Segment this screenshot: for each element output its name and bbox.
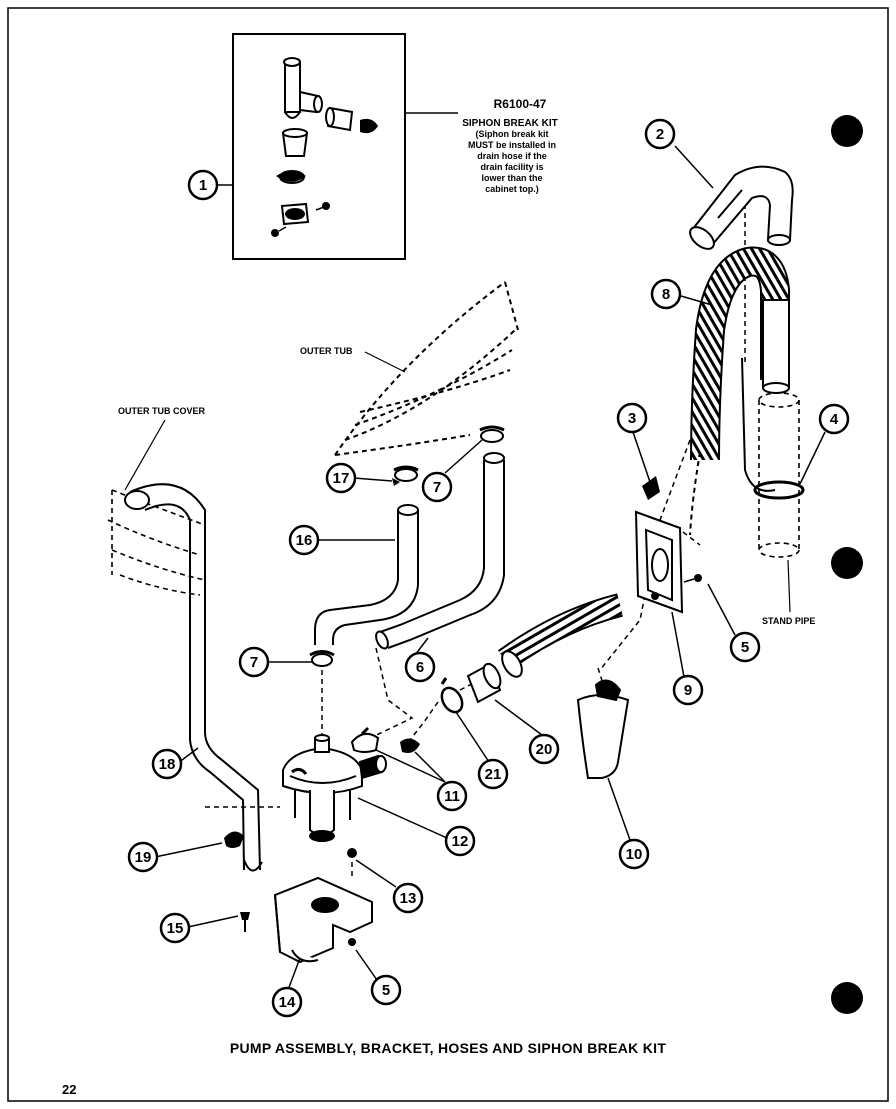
kit-note-line-6: cabinet top.) bbox=[485, 184, 539, 194]
outer-tub-cover-label: OUTER TUB COVER bbox=[118, 406, 206, 416]
kit-note-line-5: lower than the bbox=[481, 173, 542, 183]
binder-hole-bottom bbox=[831, 982, 863, 1014]
svg-text:13: 13 bbox=[400, 890, 417, 907]
svg-text:16: 16 bbox=[296, 532, 313, 549]
stand-pipe-leader bbox=[787, 559, 791, 613]
kit-note-line-4: drain facility is bbox=[480, 162, 543, 172]
svg-text:7: 7 bbox=[250, 654, 258, 671]
callout-6: 6 bbox=[404, 651, 436, 683]
callout-12: 12 bbox=[444, 825, 476, 857]
part-21-clamp bbox=[440, 677, 464, 714]
callout-7-lower: 7 bbox=[238, 646, 270, 678]
svg-text:15: 15 bbox=[167, 920, 184, 937]
svg-text:9: 9 bbox=[684, 682, 692, 699]
svg-text:7: 7 bbox=[433, 479, 441, 496]
callout-20: 20 bbox=[528, 733, 560, 765]
part-16-hose bbox=[314, 504, 419, 645]
callouts: 1 2 3 4 5 5 6 7 7 8 9 10 11 12 13 14 15 … bbox=[127, 118, 850, 1018]
page-border bbox=[7, 7, 889, 1102]
drain-hose-lower bbox=[497, 593, 623, 678]
part-15-screw bbox=[240, 912, 250, 932]
callout-10: 10 bbox=[618, 838, 650, 870]
binder-hole-top bbox=[831, 115, 863, 147]
callout-7-upper: 7 bbox=[421, 471, 453, 503]
svg-text:17: 17 bbox=[333, 470, 350, 487]
callout-8: 8 bbox=[650, 278, 682, 310]
siphon-break-kit-note: R6100-47 SIPHON BREAK KIT (Siphon break … bbox=[462, 97, 558, 194]
stand-pipe-label: STAND PIPE bbox=[762, 616, 815, 626]
svg-text:19: 19 bbox=[135, 849, 152, 866]
part-8-drain-hose bbox=[689, 246, 790, 536]
part-9-bracket-plate bbox=[634, 510, 684, 614]
part-10-hose-guide bbox=[576, 679, 630, 779]
kit-part-number: R6100-47 bbox=[494, 97, 547, 111]
callout-17: 17 bbox=[325, 462, 357, 494]
kit-title: SIPHON BREAK KIT bbox=[462, 118, 558, 129]
stand-pipe bbox=[758, 392, 800, 558]
callout-leaders bbox=[154, 145, 826, 991]
callout-15: 15 bbox=[159, 912, 191, 944]
callout-2: 2 bbox=[644, 118, 676, 150]
callout-9: 9 bbox=[672, 674, 704, 706]
part-20-coupling bbox=[466, 662, 502, 704]
part-6-hose bbox=[375, 452, 505, 650]
clamp-7-lower bbox=[309, 650, 335, 667]
svg-text:2: 2 bbox=[656, 126, 664, 143]
part-12-pump bbox=[282, 734, 387, 842]
outer-tub-label: OUTER TUB bbox=[300, 346, 353, 356]
clamp-7-upper bbox=[479, 425, 505, 443]
outer-tub-cover-leader bbox=[124, 419, 166, 491]
part-3-clip bbox=[642, 476, 660, 500]
clamp-17 bbox=[392, 465, 419, 486]
outer-tub-outline bbox=[334, 281, 519, 456]
callout-21: 21 bbox=[477, 758, 509, 790]
callout-16: 16 bbox=[288, 524, 320, 556]
callout-5-plate: 5 bbox=[729, 631, 761, 663]
svg-text:5: 5 bbox=[382, 982, 390, 999]
part-13-nut bbox=[347, 848, 357, 858]
callout-14: 14 bbox=[271, 986, 303, 1018]
svg-text:11: 11 bbox=[444, 788, 460, 805]
svg-text:10: 10 bbox=[626, 846, 643, 863]
svg-text:6: 6 bbox=[416, 659, 424, 676]
part-5-screw-plate bbox=[683, 574, 702, 583]
callout-13: 13 bbox=[392, 882, 424, 914]
part-19-clamp bbox=[205, 806, 280, 848]
callout-19: 19 bbox=[127, 841, 159, 873]
svg-text:18: 18 bbox=[159, 756, 176, 773]
part-11-clamps bbox=[350, 726, 420, 753]
diagram-caption: PUMP ASSEMBLY, BRACKET, HOSES AND SIPHON… bbox=[229, 1040, 667, 1056]
siphon-break-kit-box bbox=[232, 33, 406, 260]
part-5-screw-bracket bbox=[348, 938, 356, 946]
callout-11: 11 bbox=[436, 780, 468, 812]
kit-note-line-1: (Siphon break kit bbox=[475, 129, 548, 139]
outer-tub-leader bbox=[364, 351, 406, 373]
kit-note-line-2: MUST be installed in bbox=[468, 140, 556, 150]
page-number: 22 bbox=[62, 1082, 77, 1097]
callout-4: 4 bbox=[818, 403, 850, 435]
callout-1: 1 bbox=[187, 169, 219, 201]
part-4-strap bbox=[753, 480, 805, 500]
callout-3: 3 bbox=[616, 402, 648, 434]
svg-text:14: 14 bbox=[279, 994, 296, 1011]
callout-5-bracket: 5 bbox=[370, 974, 402, 1006]
binder-hole-middle bbox=[831, 547, 863, 579]
svg-text:20: 20 bbox=[536, 741, 553, 758]
svg-text:5: 5 bbox=[741, 639, 749, 656]
svg-text:12: 12 bbox=[452, 833, 469, 850]
part-18-hose bbox=[124, 483, 263, 872]
svg-text:21: 21 bbox=[485, 766, 502, 783]
kit-note-line-3: drain hose if the bbox=[477, 151, 547, 161]
svg-text:1: 1 bbox=[199, 177, 207, 194]
callout-18: 18 bbox=[151, 748, 183, 780]
svg-text:3: 3 bbox=[628, 410, 636, 427]
svg-text:4: 4 bbox=[830, 411, 839, 428]
svg-text:8: 8 bbox=[662, 286, 670, 303]
part-14-pump-bracket bbox=[273, 876, 373, 964]
part-2-hose-elbow bbox=[689, 165, 794, 250]
